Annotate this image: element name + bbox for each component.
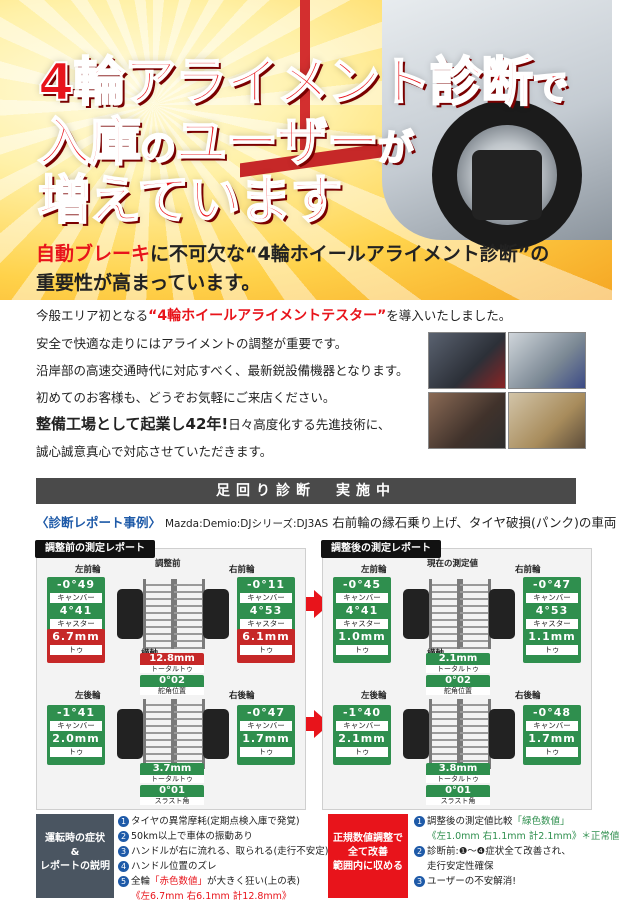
rear-left-wheel: [117, 709, 143, 759]
hero-banner: 4輪アライメント診断で 入庫のユーザーが 増えています 自動ブレーキに不可欠な“…: [0, 0, 612, 300]
front-state-label: 調整前: [155, 559, 181, 569]
front-right-label: 右前輪: [229, 565, 255, 575]
arrow-rear-body: [306, 717, 316, 731]
front-right-strut: [171, 579, 205, 649]
rear-right-strut: [171, 699, 205, 769]
section-bar: 足回り診断 実施中: [36, 478, 576, 504]
rear-left-label: 左後輪: [361, 691, 387, 701]
front-left-label: 左前輪: [75, 565, 101, 575]
alignment-clamp-image: [472, 150, 542, 220]
rear-left-label: 左後輪: [75, 691, 101, 701]
front-right-wheel: [203, 589, 229, 639]
photo-garage-bay: [508, 392, 586, 449]
headline-line1: 4輪アライメント診断で: [37, 52, 569, 114]
front-left-label: 左前輪: [361, 565, 387, 575]
case-caption: 〈診断レポート事例〉 Mazda:Demio:DJシリーズ:DJ3AS 右前輪の…: [36, 515, 617, 530]
front-right-strut: [457, 579, 491, 649]
report-before-title: 調整前の測定レポート: [35, 540, 155, 558]
result-box: 正規数値調整で 全て改善 範囲内に収める: [328, 814, 408, 898]
rear-right-strut: [457, 699, 491, 769]
lift-post-image: [300, 0, 310, 150]
symptoms-box: 運転時の症状 & レポートの説明: [36, 814, 114, 898]
photo-wheel-service: [428, 332, 506, 389]
front-right-label: 右前輪: [515, 565, 541, 575]
rear-right-wheel: [489, 709, 515, 759]
subheadline: 自動ブレーキに不可欠な“4輪ホイールアライメント診断”の 重要性が高まっています…: [36, 243, 550, 294]
front-left-wheel: [403, 589, 429, 639]
rear-left-wheel: [403, 709, 429, 759]
rear-right-wheel: [203, 709, 229, 759]
rear-right-label: 右後輪: [229, 691, 255, 701]
front-right-wheel: [489, 589, 515, 639]
headline-line3: 増えています: [37, 170, 343, 232]
headline-line2: 入庫のユーザーが: [37, 112, 415, 174]
arrow-front-body: [306, 597, 316, 611]
photo-inspection: [428, 392, 506, 449]
front-left-wheel: [117, 589, 143, 639]
report-after-title: 調整後の測定レポート: [321, 540, 441, 558]
intro-text: 今般エリア初となる“4輪ホイールアライメントテスター”を導入いたしました。 安全…: [36, 308, 512, 459]
front-state-label: 現在の測定値: [427, 559, 479, 569]
photo-mechanic: [508, 332, 586, 389]
rear-right-label: 右後輪: [515, 691, 541, 701]
